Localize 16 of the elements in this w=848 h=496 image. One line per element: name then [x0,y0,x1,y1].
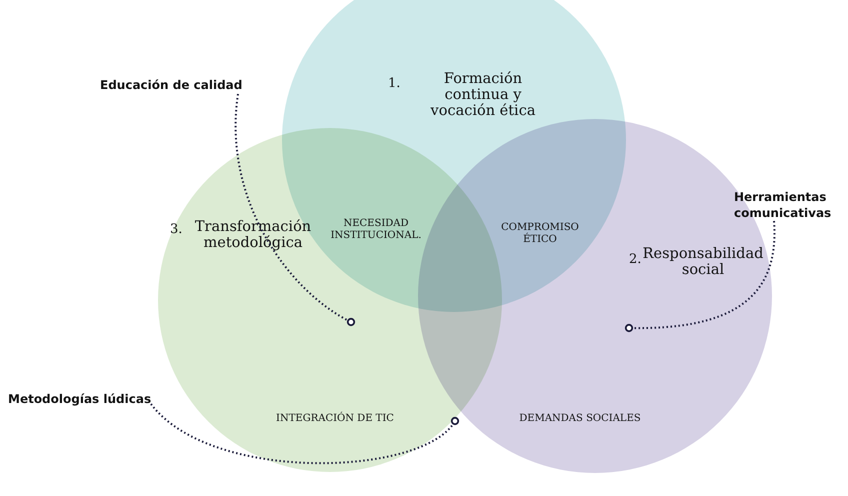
overlap-label: NECESIDAD INSTITUCIONAL. [330,218,422,242]
callout-text: Educación de calidad [100,78,242,94]
callout-text: Metodologías lúdicas [8,392,152,408]
callout-text: Herramientas comunicativas [734,190,846,222]
circle-title: Formación continua y vocación ética [430,72,536,120]
overlap-label: COMPROMISO ÉTICO [500,222,580,246]
overlap-label: INTEGRACIÓN DE TIC [275,413,395,425]
leader-line [150,403,460,464]
circle-title: Responsabilidad social [642,247,764,279]
circle-number: 2. [629,252,642,267]
overlap-label: DEMANDAS SOCIALES [518,413,642,425]
leader-line [234,94,356,326]
circle-title: Transformación metodológica [194,220,312,252]
leader-line [624,220,776,332]
circle-number: 1. [388,76,400,91]
circle-number: 3. [170,222,182,237]
